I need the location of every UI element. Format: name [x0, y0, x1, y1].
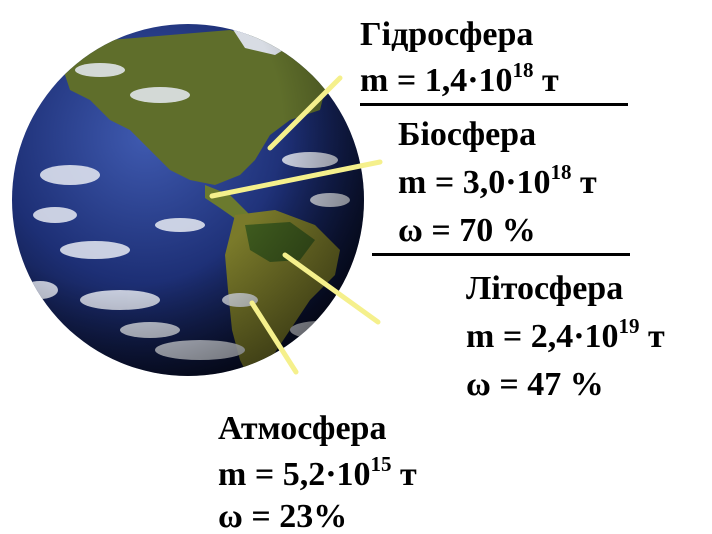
- biosphere-mass-exp: 18: [550, 160, 572, 184]
- lithosphere-mass-prefix: m = 2,4·10: [466, 318, 619, 355]
- atmosphere-title: Атмосфера: [218, 410, 387, 447]
- biosphere-title: Біосфера: [398, 116, 537, 153]
- hydrosphere-title: Гідросфера: [360, 16, 534, 53]
- lithosphere-title: Літосфера: [466, 270, 624, 307]
- atmosphere-mass-exp: 15: [370, 452, 392, 476]
- divider-line-1: [360, 103, 628, 106]
- hydrosphere-pointer: [267, 75, 343, 151]
- globe-shading: [12, 24, 364, 376]
- biosphere-pointer: [209, 159, 383, 199]
- lithosphere-mass-exp: 19: [618, 314, 640, 338]
- pointer-lines: [209, 75, 383, 375]
- hydrosphere-mass-prefix: m = 1,4·10: [360, 62, 513, 99]
- hydrosphere-mass-exp: 18: [512, 58, 534, 82]
- hydrosphere-mass: m = 1,4·1018 т: [360, 60, 559, 99]
- biosphere-mass-prefix: m = 3,0·10: [398, 164, 551, 201]
- lithosphere-mass-unit: т: [639, 318, 665, 355]
- hydrosphere-mass-unit: т: [533, 62, 559, 99]
- atmosphere-pointer: [249, 300, 299, 375]
- lithosphere-pointer: [282, 252, 381, 325]
- lithosphere-mass: m = 2,4·1019 т: [466, 316, 665, 355]
- divider-line-2: [372, 253, 630, 256]
- lithosphere-omega: ω = 47 %: [466, 366, 604, 403]
- atmosphere-omega: ω = 23%: [218, 498, 348, 534]
- biosphere-omega: ω = 70 %: [398, 212, 536, 249]
- atmosphere-mass-prefix: m = 5,2·10: [218, 456, 371, 493]
- atmosphere-mass: m = 5,2·1015 т: [218, 454, 417, 493]
- biosphere-mass-unit: т: [571, 164, 597, 201]
- biosphere-mass: m = 3,0·1018 т: [398, 162, 597, 201]
- atmosphere-mass-unit: т: [391, 456, 417, 493]
